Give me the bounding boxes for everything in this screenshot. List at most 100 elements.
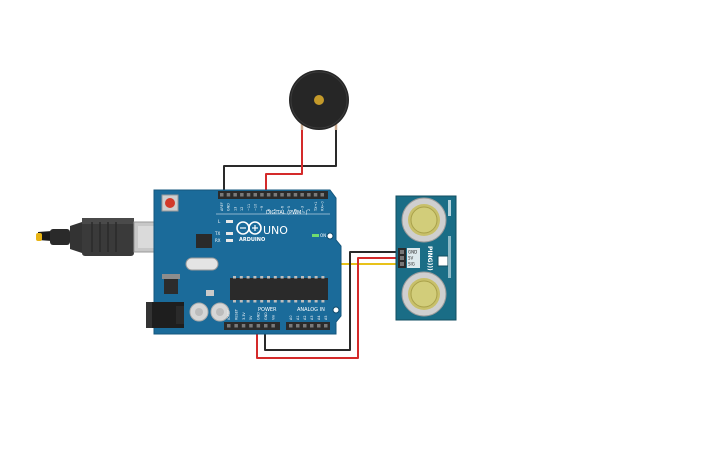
chip-pin [233,276,236,279]
chip-pin [301,276,304,279]
chip-pin [239,300,243,303]
pin-hole[interactable] [310,324,314,328]
pin-label: 3.3V [242,312,246,320]
pin-hole[interactable] [289,324,293,328]
pin-label: GND [227,203,231,211]
pin-label: ~11 [247,204,251,211]
chip-pin [267,276,270,279]
pin-hole[interactable] [303,324,307,328]
pin-hole[interactable] [246,193,251,197]
chip-pin [253,300,257,303]
pin-label: GND [257,312,261,320]
chip-pin [246,276,250,279]
ultrasonic-sensor[interactable]: GND 5V SIG PING))) [395,195,457,321]
pin-label: A4 [317,316,321,320]
crystal [185,257,219,271]
piezo-buzzer-icon[interactable] [289,70,349,130]
chip-pin [287,300,291,303]
wire-sensor-gnd[interactable] [264,251,399,351]
chip-pin [273,276,277,279]
voltage-regulator [162,274,180,294]
pin-hole[interactable] [287,193,291,197]
pin-hole[interactable] [260,193,264,197]
digital-header [218,191,328,199]
pin-hole[interactable] [253,193,258,197]
reset-button[interactable] [161,194,179,212]
pin-label: ~5 [287,206,291,211]
pin-label: A5 [324,316,328,320]
pin-hole[interactable] [220,193,224,197]
microcontroller-chip [230,276,328,303]
capacitors [189,302,230,322]
pin-label: RESET [234,308,238,320]
pin-label: AREF [220,202,224,211]
pin-hole[interactable] [296,324,300,328]
pin-hole[interactable] [307,193,311,197]
brand-label: ARDUINO [239,237,265,243]
pin-label: ~10 [254,204,258,211]
wire-buzzer-gnd[interactable] [223,127,337,194]
sensor-pin-5v: 5V [408,256,414,261]
chip-pin [233,300,236,303]
chip-pin [239,276,243,279]
usb-chip [196,234,212,248]
pin-label: 4 [294,209,298,211]
pin-hole[interactable] [313,193,318,197]
pin-label: A3 [310,316,314,320]
pin-hole[interactable] [280,193,284,197]
pin-hole[interactable] [240,193,244,197]
chip-pin [321,276,325,279]
power-header [224,322,280,330]
sensor-pin-header [398,248,406,268]
wire-buzzer-signal[interactable] [265,127,303,194]
pin-hole[interactable] [241,324,246,328]
pin-hole[interactable] [324,324,328,328]
pin-label: 5V [249,315,253,320]
pin-hole[interactable] [266,193,271,197]
analog-label: ANALOG IN [297,307,325,313]
pin-hole[interactable] [273,193,278,197]
chip-pin [314,300,318,303]
pin-label: ~3 [300,206,304,211]
chip-pin [273,300,277,303]
chip-pin [280,300,284,303]
pin-label: GND [264,312,268,320]
sensor-fine-print [448,200,451,278]
chip-pin [267,300,270,303]
pin-hole[interactable] [234,324,238,328]
pin-hole[interactable] [227,324,231,328]
pin-label: IOREF [227,310,231,320]
sensor-pin-gnd: GND [408,250,417,255]
chip-pin [307,276,311,279]
pin-hole[interactable] [226,193,231,197]
chip-pin [260,300,264,303]
pin-hole[interactable] [320,193,325,197]
pin-hole[interactable] [264,324,268,328]
pin-hole[interactable] [317,324,321,328]
pin-hole[interactable] [249,324,253,328]
chip-pin [321,300,325,303]
pin-label: A2 [303,316,307,320]
status-leds: L TX RX [214,219,233,243]
chip-pin [287,276,291,279]
arduino-logo-icon [236,221,262,235]
pin-hole[interactable] [233,193,237,197]
pin-hole[interactable] [293,193,298,197]
model-label: UNO [263,224,288,237]
power-jack-icon[interactable] [146,302,184,328]
pin-label: TX→1 [314,202,318,212]
pin-label: 8 [267,209,271,211]
sensor-pin-sig: SIG [408,262,415,267]
pin-hole[interactable] [271,324,275,328]
wire-sensor-5v[interactable] [256,257,399,359]
pin-label: RX←0 [321,201,325,211]
pin-hole[interactable] [300,193,304,197]
analog-header [286,322,330,330]
pin-label: Vin [271,315,275,320]
pin-hole[interactable] [256,324,261,328]
on-label: ON [320,233,326,238]
